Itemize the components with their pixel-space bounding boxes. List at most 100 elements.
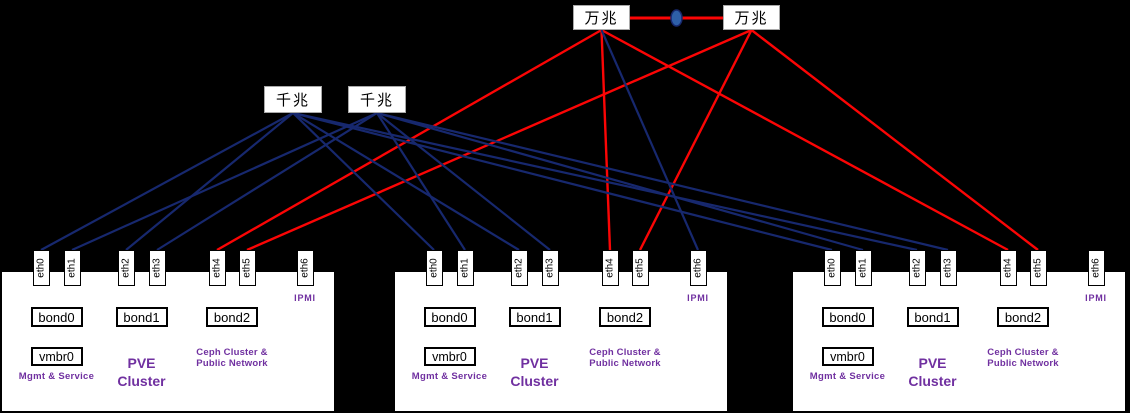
link-g2-s3-p3 xyxy=(376,111,949,252)
server-2-port-eth0: eth0 xyxy=(425,250,443,286)
link-tg1-s3-p4 xyxy=(600,28,1009,252)
server-2-port-eth4-label: eth4 xyxy=(604,258,616,278)
server-2-port-eth2: eth2 xyxy=(510,250,528,286)
server-2-port-eth4: eth4 xyxy=(601,250,619,286)
switch-10g-2: 万兆 xyxy=(723,5,780,30)
server-1-mgmt-service-label: Mgmt & Service xyxy=(18,371,95,382)
server-2-port-eth0-label: eth0 xyxy=(428,258,440,278)
server-2-port-eth1-label: eth1 xyxy=(459,258,471,278)
server-3-port-eth6-label: eth6 xyxy=(1090,258,1102,278)
switch-10g-1-label: 万兆 xyxy=(584,10,619,27)
server-1-port-eth1: eth1 xyxy=(63,250,81,286)
server-1-vmbr0-label: vmbr0 xyxy=(39,349,74,364)
server-1-port-eth1-label: eth1 xyxy=(66,258,78,278)
server-3-port-eth5: eth5 xyxy=(1029,250,1047,286)
link-tg1-s2-p4 xyxy=(600,29,612,251)
server-node-3: eth0 eth1 eth2 eth3 eth4 eth5 eth6 bond0 bond1 bo… xyxy=(793,250,1125,411)
server-3-port-eth2-label: eth2 xyxy=(911,258,923,278)
server-2-ipmi-label: IPMI xyxy=(687,293,709,303)
server-1-port-eth3: eth3 xyxy=(148,250,166,286)
link-g2-s1-p1 xyxy=(71,111,378,252)
server-2-bond0-label: bond0 xyxy=(431,309,468,325)
server-3-port-eth3-label: eth3 xyxy=(942,258,954,278)
server-3-bond1: bond1 xyxy=(906,307,959,327)
server-1-port-eth3-label: eth3 xyxy=(151,258,163,278)
server-3-bond1-label: bond1 xyxy=(914,309,951,325)
server-1-port-eth5: eth5 xyxy=(238,250,256,286)
server-1-bond1: bond1 xyxy=(115,307,168,327)
link-g2-s1-p3 xyxy=(156,112,378,251)
server-3-port-eth1-label: eth1 xyxy=(857,258,869,278)
server-1-port-eth2: eth2 xyxy=(117,250,135,286)
server-1-port-eth2-label: eth2 xyxy=(120,258,132,278)
link-tg2-s1-p5 xyxy=(246,28,752,252)
server-2-vmbr0-label: vmbr0 xyxy=(432,349,467,364)
server-1-port-eth6: eth6 xyxy=(296,250,314,286)
server-2-bond2-label: bond2 xyxy=(606,309,644,325)
server-3-bond0: bond0 xyxy=(821,307,874,327)
server-3-vmbr0: vmbr0 xyxy=(821,347,874,366)
switch-1g-1-label: 千兆 xyxy=(275,92,310,109)
server-1-port-eth4: eth4 xyxy=(208,250,226,286)
server-3-pve-cluster-label: PVE Cluster xyxy=(908,355,957,389)
server-2-port-eth3-label: eth3 xyxy=(544,258,556,278)
server-2-port-eth5-label: eth5 xyxy=(634,258,646,278)
server-3-port-eth0-label: eth0 xyxy=(826,258,838,278)
server-2-vmbr0: vmbr0 xyxy=(423,347,476,366)
server-3-port-eth4-label: eth4 xyxy=(1002,258,1014,278)
server-1-bond0-label: bond0 xyxy=(38,309,75,325)
server-2-port-eth6-label: eth6 xyxy=(692,258,704,278)
server-1-pve-cluster-label: PVE Cluster xyxy=(117,355,166,389)
server-3-port-eth2: eth2 xyxy=(908,250,926,286)
server-3-ipmi-label: IPMI xyxy=(1085,293,1107,303)
link-g1-s3-p0 xyxy=(292,111,833,252)
server-2-mgmt-service-label: Mgmt & Service xyxy=(411,371,488,382)
server-1-vmbr0: vmbr0 xyxy=(30,347,83,366)
link-g1-s2-p2 xyxy=(292,112,520,251)
server-1-ceph-network-label: Ceph Cluster & Public Network xyxy=(196,347,268,369)
switch-10g-2-label: 万兆 xyxy=(734,10,769,27)
link-tg1-s1-p4 xyxy=(216,28,603,252)
stack-link-oval-icon xyxy=(670,9,683,27)
link-g1-s1-p0 xyxy=(40,112,294,251)
server-3-bond2-label: bond2 xyxy=(1004,309,1042,325)
server-1-port-eth5-label: eth5 xyxy=(241,258,253,278)
switch-1g-2: 千兆 xyxy=(348,86,406,113)
server-3-vmbr0-label: vmbr0 xyxy=(830,349,865,364)
server-3-port-eth6: eth6 xyxy=(1087,250,1105,286)
switch-1g-2-label: 千兆 xyxy=(359,92,394,109)
link-g2-s2-p3 xyxy=(376,112,551,251)
server-2-port-eth3: eth3 xyxy=(541,250,559,286)
server-1-port-eth0-label: eth0 xyxy=(35,258,47,278)
link-tg2-s3-p5 xyxy=(750,29,1039,251)
link-g1-s3-p2 xyxy=(292,111,918,252)
server-3-bond2: bond2 xyxy=(997,307,1049,327)
server-3-bond0-label: bond0 xyxy=(829,309,866,325)
server-2-ceph-network-label: Ceph Cluster & Public Network xyxy=(589,347,661,369)
link-g1-s2-p0 xyxy=(292,112,435,251)
server-3-port-eth3: eth3 xyxy=(939,250,957,286)
server-1-port-eth0: eth0 xyxy=(32,250,50,286)
link-tg1-s2-p6 xyxy=(600,29,700,251)
server-2-port-eth5: eth5 xyxy=(631,250,649,286)
server-2-bond2: bond2 xyxy=(599,307,651,327)
server-1-bond1-label: bond1 xyxy=(123,309,160,325)
server-3-port-eth4: eth4 xyxy=(999,250,1017,286)
link-g1-s1-p2 xyxy=(125,112,294,251)
link-g2-s3-p1 xyxy=(376,111,864,252)
server-3-port-eth1: eth1 xyxy=(854,250,872,286)
server-2-bond1: bond1 xyxy=(508,307,561,327)
server-2-port-eth2-label: eth2 xyxy=(513,258,525,278)
switch-1g-1: 千兆 xyxy=(264,86,322,113)
server-2-bond1-label: bond1 xyxy=(516,309,553,325)
switch-10g-1: 万兆 xyxy=(573,5,630,30)
server-1-bond0: bond0 xyxy=(30,307,83,327)
server-node-1: eth0 eth1 eth2 eth3 eth4 eth5 eth6 bond0 bond1 bo… xyxy=(2,250,334,411)
server-2-port-eth6: eth6 xyxy=(689,250,707,286)
server-1-bond2: bond2 xyxy=(206,307,258,327)
link-tg2-s2-p5 xyxy=(638,29,753,251)
server-node-2: eth0 eth1 eth2 eth3 eth4 eth5 eth6 bond0 bond1 bo… xyxy=(395,250,727,411)
server-3-mgmt-service-label: Mgmt & Service xyxy=(809,371,886,382)
